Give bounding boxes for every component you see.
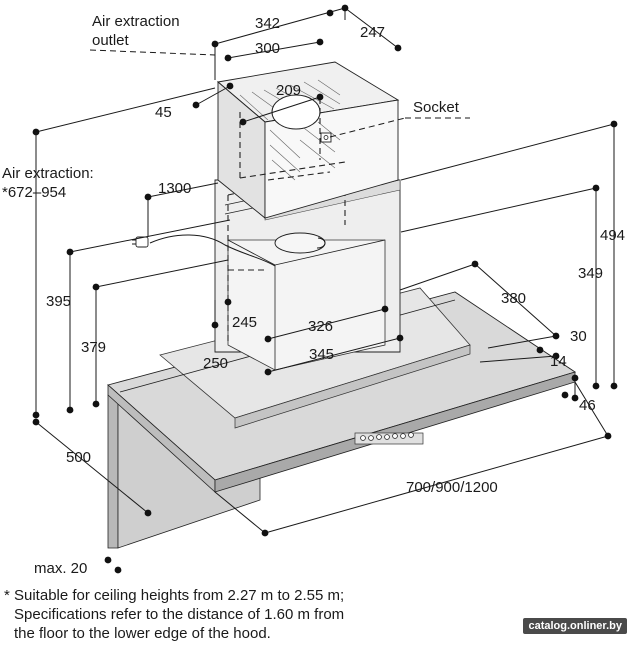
footnote-line-2: Specifications refer to the distance of … (14, 606, 345, 623)
dim-380: 380 (501, 290, 526, 307)
dim-379: 379 (81, 339, 106, 356)
dim-14: 14 (550, 353, 567, 370)
control-panel (354, 432, 424, 445)
air-extraction-outlet-label-1: Air extraction (92, 13, 180, 30)
dim-345: 345 (309, 346, 334, 363)
dim-700-900-1200: 700/900/1200 (406, 479, 498, 496)
dim-30: 30 (570, 328, 587, 345)
power-cable (132, 234, 276, 267)
labels: Air extraction outlet Socket Air extract… (2, 13, 625, 577)
air-extraction-outlet-label-2: outlet (92, 32, 130, 49)
dim-209: 209 (276, 82, 301, 99)
dim-395: 395 (46, 293, 71, 310)
dim-max-20: max. 20 (34, 560, 87, 577)
watermark: catalog.onliner.by (523, 618, 627, 634)
dim-247: 247 (360, 24, 385, 41)
dim-46: 46 (579, 397, 596, 414)
socket-label: Socket (413, 99, 460, 116)
air-extraction-label-2: *672–954 (2, 184, 66, 201)
dim-500: 500 (66, 449, 91, 466)
dim-349: 349 (578, 265, 603, 282)
footnote-line-3: the floor to the lower edge of the hood. (14, 625, 271, 642)
footnote: * Suitable for ceiling heights from 2.27… (4, 586, 464, 643)
dim-326: 326 (308, 318, 333, 335)
dim-250: 250 (203, 355, 228, 372)
dim-494: 494 (600, 227, 625, 244)
dim-45: 45 (155, 104, 172, 121)
footnote-line-1: * Suitable for ceiling heights from 2.27… (4, 587, 345, 604)
dim-300: 300 (255, 40, 280, 57)
dimension-lines (32, 4, 618, 574)
dim-342: 342 (255, 15, 280, 32)
dim-1300: 1300 (158, 180, 191, 197)
upper-chimney (216, 61, 400, 219)
dim-245: 245 (232, 314, 257, 331)
air-extraction-label-1: Air extraction: (2, 165, 94, 182)
